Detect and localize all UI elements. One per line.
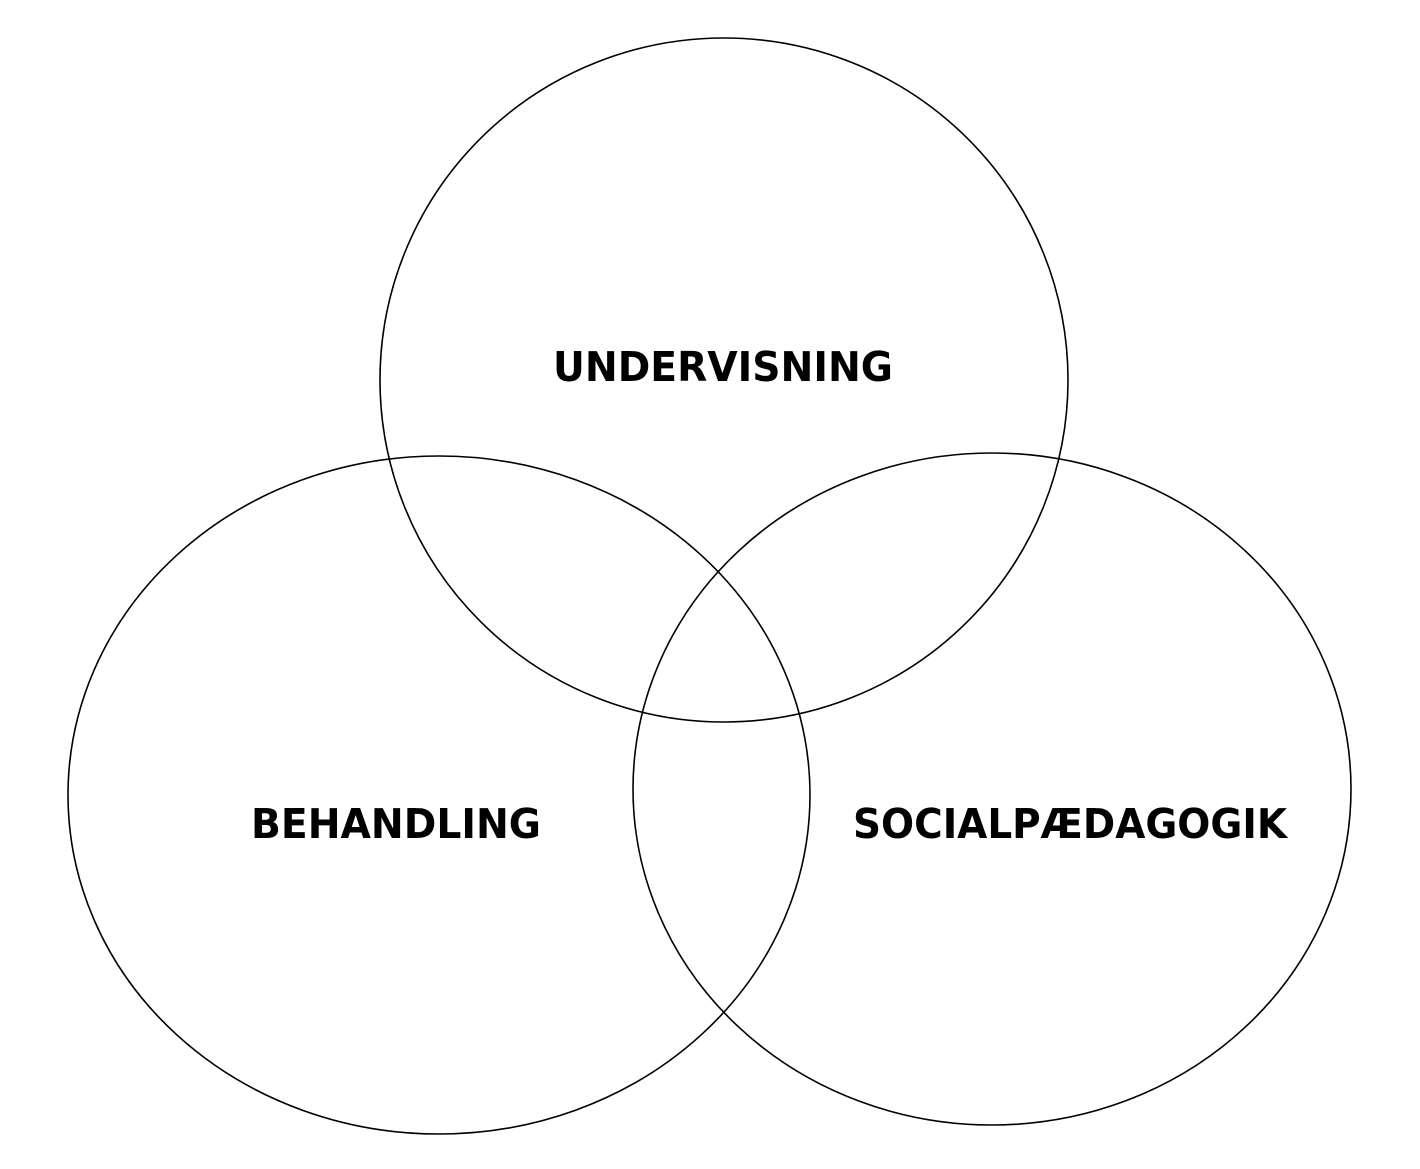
label-socialpaedagogik: SOCIALPÆDAGOGIK xyxy=(853,800,1289,848)
label-undervisning: UNDERVISNING xyxy=(553,343,893,391)
circle-undervisning xyxy=(379,37,1069,723)
circle-behandling xyxy=(67,455,811,1135)
circle-socialpaedagogik xyxy=(632,452,1352,1126)
label-behandling: BEHANDLING xyxy=(251,800,541,848)
